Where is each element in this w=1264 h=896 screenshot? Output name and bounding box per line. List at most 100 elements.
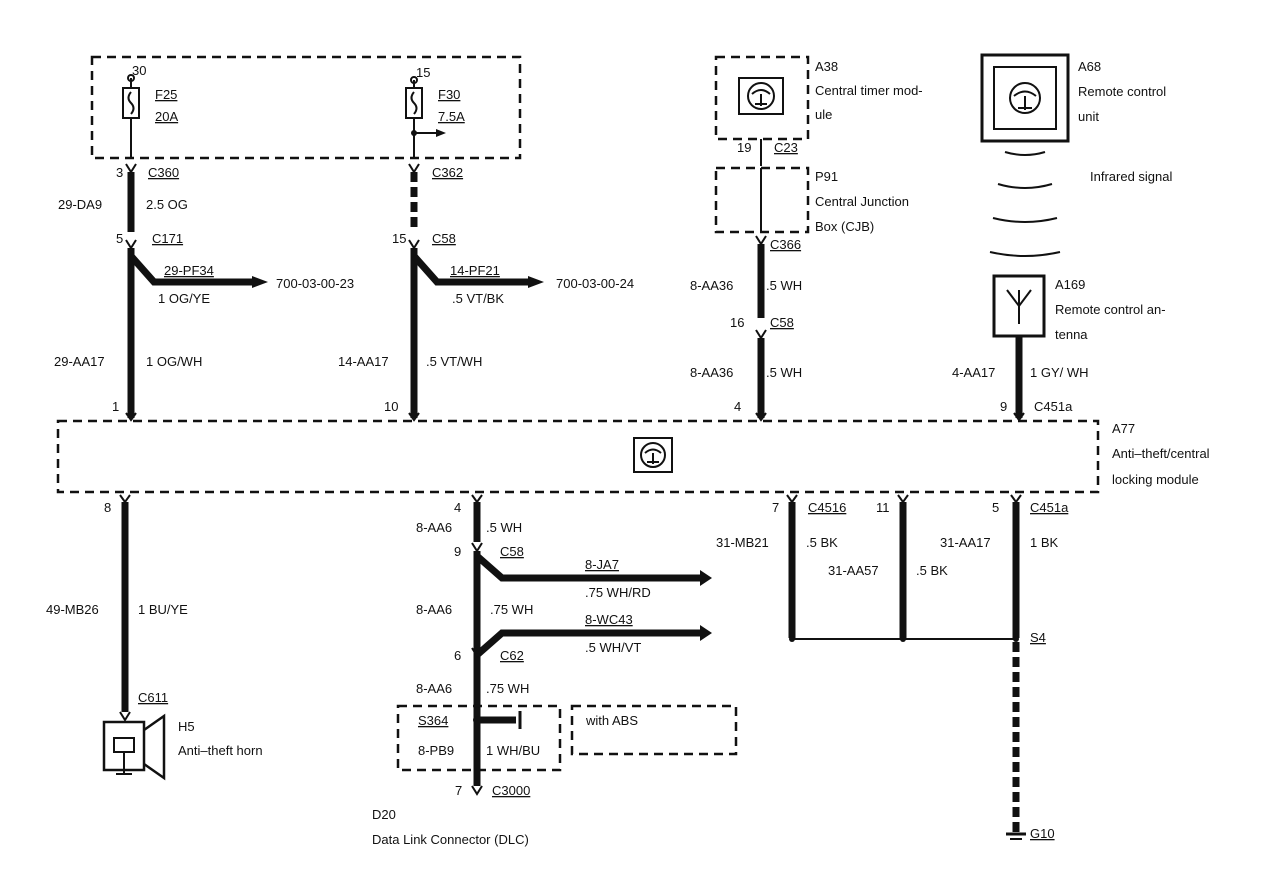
horn-pin-8: 8 [104,500,111,515]
f25-rating: 20A [155,109,178,124]
c62-label: C62 [500,648,524,663]
p91-desc-1: Central Junction [815,194,909,209]
wire-8-wc43-color: .5 WH/VT [585,640,641,655]
wire-8-aa6-b: 8-AA6 [416,602,452,617]
wire-8-aa36-b: 8-AA36 [690,365,733,380]
a68-desc-2: unit [1078,109,1099,124]
a38-desc-1: Central timer mod- [815,83,923,98]
wire-8-pb9-color: 1 WH/BU [486,743,540,758]
power-distribution-box [90,55,522,160]
c58-label: C58 [432,231,456,246]
c360-label: C360 [148,165,179,180]
wire-29-da9: 29-DA9 [58,197,102,212]
c4516-label: C4516 [808,500,846,515]
p91-desc-2: Box (CJB) [815,219,874,234]
a169-desc-1: Remote control an- [1055,302,1166,317]
wire-8-aa6-c-color: .75 WH [486,681,529,696]
a169-desc-2: tenna [1055,327,1088,342]
remote-control-unit: A68 Remote control unit Infrared signal [980,53,1172,257]
c362-label: C362 [432,165,463,180]
wire-29-da9-size: 2.5 OG [146,197,188,212]
wire-8-ja7: 8-JA7 [585,557,619,572]
p91-id: P91 [815,169,838,184]
wire-14-pf21-color: .5 VT/BK [452,291,504,306]
d20-id: D20 [372,807,396,822]
g10-label: G10 [1030,826,1055,841]
ground-circuit: 7 C4516 31-MB21 .5 BK 11 31-AA57 .5 BK 5… [716,494,1069,841]
fuse-f30: 15 F30 7.5A [405,65,465,158]
wire-8-wc43: 8-WC43 [585,612,633,627]
h5-id: H5 [178,719,195,734]
f25-name: F25 [155,87,177,102]
anti-theft-module: A77 Anti–theft/central locking module [56,419,1210,494]
horn-circuit: 8 49-MB26 1 BU/YE C611 H5 Anti–theft hor… [46,494,263,781]
a77-id: A77 [1112,421,1135,436]
remote-control-antenna: A169 Remote control an- tenna 4-AA17 1 G… [952,274,1166,422]
a169-id: A169 [1055,277,1085,292]
a38-desc-2: ule [815,107,832,122]
c360-pin: 3 [116,165,123,180]
s364-label: S364 [418,713,448,728]
f30-name: F30 [438,87,460,102]
c58-label-b: C58 [770,315,794,330]
wire-29-aa17-color: 1 OG/WH [146,354,202,369]
wire-29-pf34: 29-PF34 [164,263,214,278]
c58-pin: 15 [392,231,406,246]
wire-31-aa57-color: .5 BK [916,563,948,578]
c3000-label: C3000 [492,783,530,798]
wire-31-mb21-color: .5 BK [806,535,838,550]
wire-4-aa17-color: 1 GY/ WH [1030,365,1089,380]
a68-id: A68 [1078,59,1101,74]
c171-label: C171 [152,231,183,246]
wire-31-aa17-color: 1 BK [1030,535,1059,550]
central-timer-module: A38 Central timer mod- ule 19 C23 [714,55,923,166]
fuse-f25: 30 F25 20A [122,63,178,158]
central-junction-box: P91 Central Junction Box (CJB) C366 8-AA… [690,166,909,422]
wire-49-mb26-color: 1 BU/YE [138,602,188,617]
wire-8-aa6-b-color: .75 WH [490,602,533,617]
a77-desc-1: Anti–theft/central [1112,446,1210,461]
f30-rating: 7.5A [438,109,465,124]
d20-desc: Data Link Connector (DLC) [372,832,529,847]
c58-label-c: C58 [500,544,524,559]
module-pin-1: 1 [112,399,119,414]
wire-8-ja7-color: .75 WH/RD [585,585,651,600]
c23-pin: 19 [737,140,751,155]
c3000-pin-7: 7 [455,783,462,798]
circuit-f25: 3 C360 29-DA9 2.5 OG 5 C171 29-PF34 1 OG… [54,163,354,422]
wire-31-mb21: 31-MB21 [716,535,769,550]
c58-pin-16: 16 [730,315,744,330]
infrared-signal-label: Infrared signal [1090,169,1172,184]
c58-pin-9: 9 [454,544,461,559]
wire-4-aa17: 4-AA17 [952,365,995,380]
c171-pin: 5 [116,231,123,246]
circuit-f30: C362 15 C58 14-PF21 .5 VT/BK 700-03-00-2… [338,163,634,422]
s4-label: S4 [1030,630,1046,645]
module-pin-10: 10 [384,399,398,414]
a38-id: A38 [815,59,838,74]
a68-desc-1: Remote control [1078,84,1166,99]
c4516-pin-7: 7 [772,500,779,515]
wire-8-aa36-a-color: .5 WH [766,278,802,293]
module-pin-9: 9 [1000,399,1007,414]
wire-29-pf34-color: 1 OG/YE [158,291,210,306]
dlc-circuit: 4 8-AA6 .5 WH 9 C58 8-JA7 .75 WH/RD 8-AA… [372,494,738,847]
wire-31-aa57: 31-AA57 [828,563,879,578]
f30-pin: 15 [416,65,430,80]
wire-14-aa17: 14-AA17 [338,354,389,369]
wire-49-mb26: 49-MB26 [46,602,99,617]
c23-label: C23 [774,140,798,155]
with-abs-box [570,704,738,756]
with-abs-label: with ABS [585,713,638,728]
c451a-top-label: C451a [1034,399,1073,414]
wire-8-aa6-c: 8-AA6 [416,681,452,696]
wire-8-aa6-a-color: .5 WH [486,520,522,535]
wire-14-pf21: 14-PF21 [450,263,500,278]
wire-8-aa36-b-color: .5 WH [766,365,802,380]
c62-pin-6: 6 [454,648,461,663]
pin-11: 11 [876,500,890,515]
wire-8-aa36-a: 8-AA36 [690,278,733,293]
c451a-bottom-label: C451a [1030,500,1069,515]
ref-700-03-00-23: 700-03-00-23 [276,276,354,291]
